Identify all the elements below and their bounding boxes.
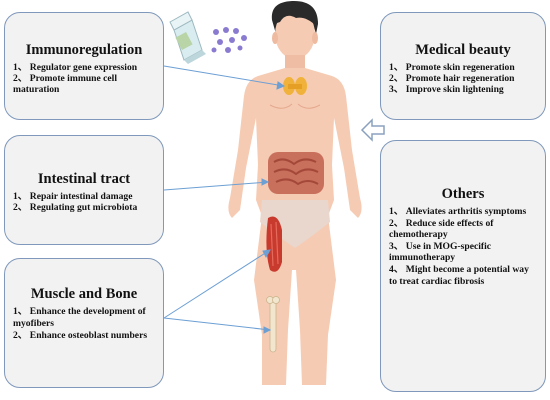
immunoregulation-title: Immunoregulation bbox=[25, 42, 143, 58]
milk-carton-icon bbox=[169, 11, 206, 64]
underwear bbox=[260, 200, 330, 248]
muscle-illustration bbox=[266, 216, 282, 272]
medical-beauty-item: 1、 Promote skin regeneration bbox=[389, 62, 515, 73]
left-arrow-icon bbox=[360, 118, 385, 142]
immunoregulation-item: 1、 Regulator gene expression bbox=[13, 62, 138, 73]
others-item: 3、 Use in MOG-specific immunotherapy bbox=[389, 240, 492, 264]
intestinal-tract-item: 1、 Repair intestinal damage bbox=[13, 191, 133, 202]
intestinal-tract-item: 2、 Regulating gut microbiota bbox=[13, 202, 138, 214]
particles-icon bbox=[211, 27, 247, 53]
medical-beauty-box: Medical beauty 1、 Promote skin regenerat… bbox=[380, 12, 546, 120]
thyroid-gland bbox=[283, 77, 307, 95]
hair-front bbox=[274, 4, 316, 26]
medical-beauty-item: 3、 Improve skin lightening bbox=[389, 84, 504, 96]
muscle-and-bone-item: 1、 Enhance the development of myofibers bbox=[13, 306, 146, 329]
intestine-illustration bbox=[268, 152, 324, 194]
others-title: Others bbox=[441, 186, 485, 202]
intestinal-tract-title: Intestinal tract bbox=[37, 171, 131, 187]
immunoregulation-box: Immunoregulation 1、 Regulator gene expre… bbox=[4, 12, 164, 120]
others-item: 4、 Might become a potential way to treat… bbox=[389, 263, 529, 287]
intestinal-tract-box: Intestinal tract 1、 Repair intestinal da… bbox=[4, 135, 164, 245]
bone-illustration bbox=[266, 296, 280, 353]
others-item: 2、 Reduce side effects of chemotherapy bbox=[389, 217, 494, 241]
connector-arrows bbox=[163, 65, 286, 334]
immunoregulation-item: 2、 Promote immune cell maturation bbox=[13, 73, 117, 96]
muscle-and-bone-item: 2、 Enhance osteoblast numbers bbox=[13, 330, 148, 341]
medical-beauty-item: 2、 Promote hair regeneration bbox=[389, 73, 515, 85]
medical-beauty-title: Medical beauty bbox=[415, 42, 511, 58]
others-box: Others 1、 Alleviates arthritis symptoms … bbox=[380, 140, 546, 392]
muscle-and-bone-title: Muscle and Bone bbox=[30, 286, 138, 302]
muscle-and-bone-box: Muscle and Bone 1、 Enhance the developme… bbox=[4, 258, 164, 388]
others-item: 1、 Alleviates arthritis symptoms bbox=[389, 206, 527, 217]
head bbox=[275, 9, 315, 59]
